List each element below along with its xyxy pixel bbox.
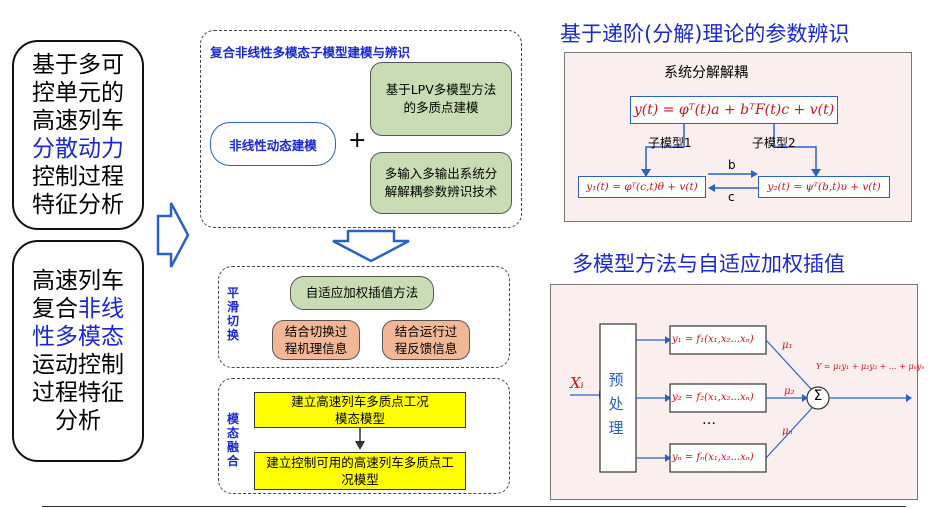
input-x-label: Xᵢ <box>570 374 584 392</box>
submodel-1-label: 子模型1 <box>648 136 692 150</box>
model-2-function: y₂ = f₂(x₁,x₂...xₙ) <box>672 392 754 403</box>
lpv-modeling-box: 基于LPV多模型方法的多质点建模 <box>370 62 512 136</box>
smooth-switching-label: 平滑切换 <box>226 286 239 342</box>
model-n-function: yₙ = fₙ(x₁,x₂...xₙ) <box>672 452 754 463</box>
weight-mun: μₙ <box>782 426 793 437</box>
smooth-switching-group <box>218 266 510 368</box>
preprocess-label: 预处理 <box>608 371 624 437</box>
modeling-group <box>200 30 522 228</box>
left-box-multimodal: 高速列车 复合非线 性多模态 运动控制 过程特征 分析 <box>12 240 144 462</box>
multimodel-title: 多模型方法与自适应加权插值 <box>572 252 845 276</box>
modal-fusion-label: 模态融合 <box>226 412 239 468</box>
left-box2-line: 过程特征 <box>32 380 124 406</box>
modal-model-box: 建立高速列车多质点工况模态模型 <box>254 392 466 428</box>
modeling-group-title: 复合非线性多模态子模型建模与辨识 <box>210 45 411 60</box>
left-box2-line: 运动控制 <box>32 352 124 378</box>
down-arrow-icon <box>332 229 410 263</box>
plus-sign: + <box>348 128 367 153</box>
left-box2-line: 分析 <box>55 408 101 434</box>
left-box1-highlight: 分散动力 <box>32 136 124 162</box>
weight-mu2: μ₂ <box>784 386 795 397</box>
main-equation: y(t) = φᵀ(t)a + bᵀF(t)c + v(t) <box>630 96 838 124</box>
switch-mechanism-box: 结合切换过程机理信息 <box>272 320 360 360</box>
control-model-box: 建立控制可用的高速列车多质点工况模型 <box>254 452 466 490</box>
modal-fusion-group <box>218 378 510 494</box>
left-box1-line: 控单元的 <box>32 80 124 106</box>
right-arrow-icon <box>156 202 190 268</box>
bottom-divider <box>42 506 906 507</box>
weight-mu1: μ₁ <box>782 340 793 351</box>
left-box1-line: 基于多可 <box>32 52 124 78</box>
left-box2-highlight: 非线 <box>78 296 124 322</box>
nonlinear-modeling-box: 非线性动态建模 <box>210 122 336 166</box>
left-box1-line: 控制过程 <box>32 164 124 190</box>
decomposition-subtitle: 系统分解解耦 <box>664 65 748 81</box>
multimodel-diagram <box>570 323 912 473</box>
left-box1-line: 特征分析 <box>32 192 124 218</box>
submodel-2-label: 子模型2 <box>752 136 796 150</box>
mimo-identification-box: 多输入多输出系统分解解耦参数辨识技术 <box>370 152 512 214</box>
ellipsis-label: … <box>702 412 716 428</box>
left-box2-text: 复合 <box>32 296 78 322</box>
sigma-icon: Σ <box>813 388 823 404</box>
adaptive-weighting-box: 自适应加权插值方法 <box>290 276 434 310</box>
down-small-arrow-icon <box>355 428 365 450</box>
b-arrow-label: b <box>728 158 736 172</box>
left-box-distributed-power: 基于多可 控单元的 高速列车 分散动力 控制过程 特征分析 <box>12 40 144 230</box>
left-box1-line: 高速列车 <box>32 108 124 134</box>
submodel-1-equation: y₁(t) = φᵀ(c,t)θ + v(t) <box>578 176 706 198</box>
submodel-2-equation: y₂(t) = ψᵀ(b,t)υ + v(t) <box>758 176 890 198</box>
param-identification-title: 基于递阶(分解)理论的参数辨识 <box>560 22 850 46</box>
left-box2-line: 高速列车 <box>32 268 124 294</box>
c-arrow-label: c <box>728 190 735 204</box>
left-box2-highlight: 性多模态 <box>32 324 124 350</box>
decomposition-arrows <box>641 124 821 192</box>
model-1-function: y₁ = f₁(x₁,x₂...xₙ) <box>672 334 754 345</box>
feedback-info-box: 结合运行过程反馈信息 <box>382 320 470 360</box>
output-equation: Y = μ₁y₁ + μ₂y₂ + ... + μₙyₙ <box>816 362 925 371</box>
